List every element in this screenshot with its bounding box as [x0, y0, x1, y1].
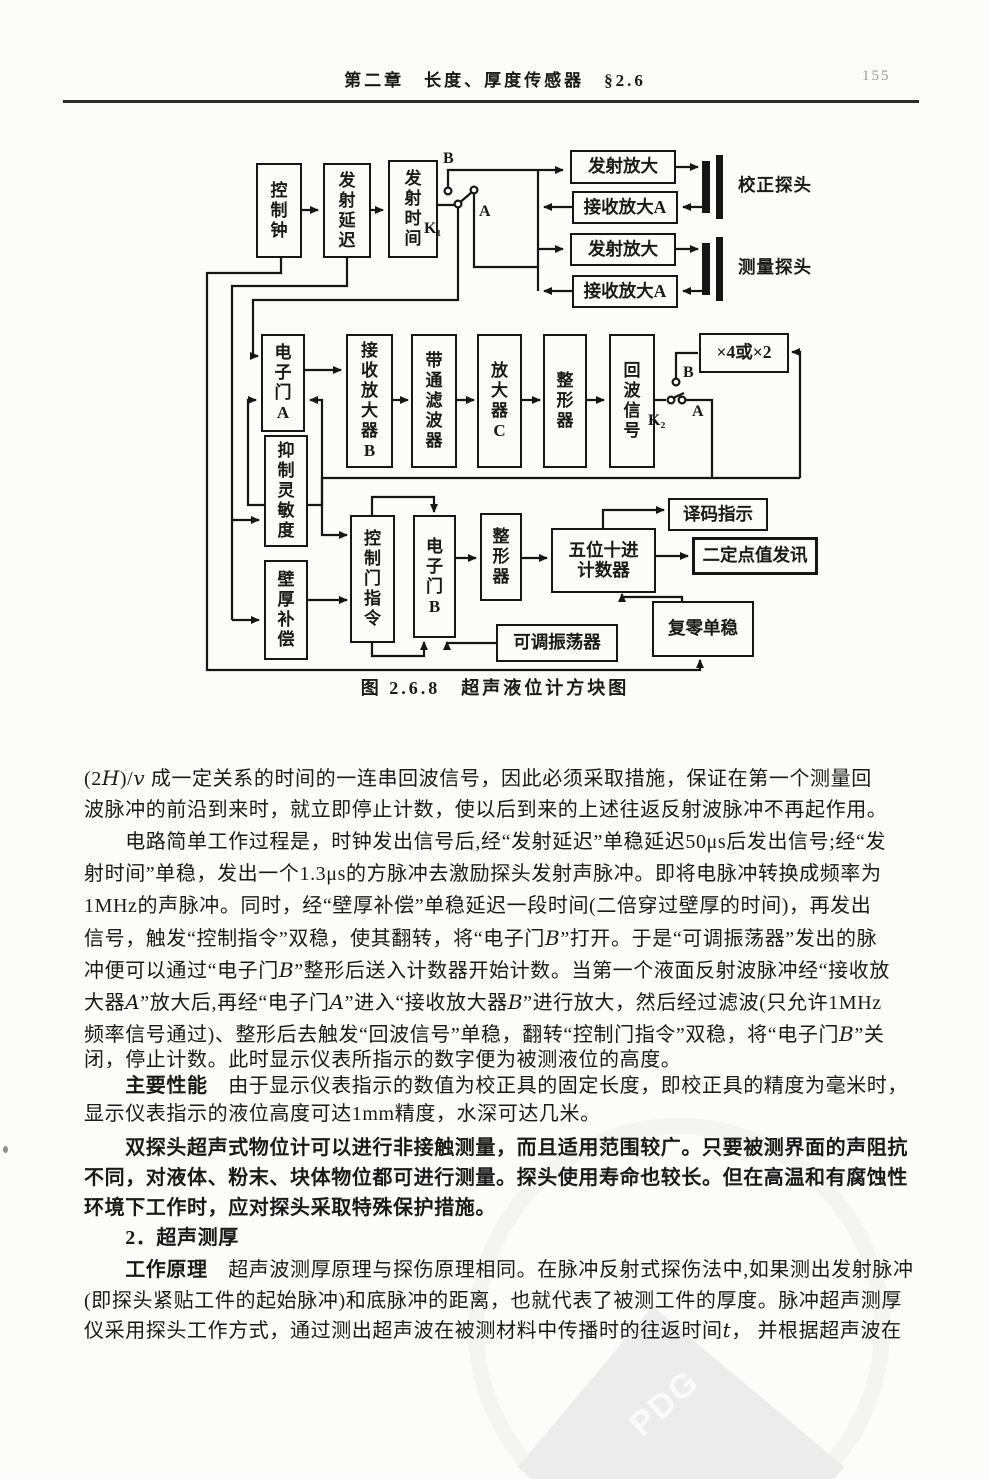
body-line: 显示仪表指示的液位高度可达1mm精度，水深可达几米。	[84, 1103, 601, 1125]
page-header: 第二章 长度、厚度传感器 §2.6	[344, 71, 646, 90]
body-line: (2H)/v 成一定关系的时间的一连串回波信号，因此必须采取措施，保证在第一个测…	[84, 766, 872, 790]
diagram-box-fixed-point-signal: 二定点值发讯	[692, 537, 818, 575]
body-line: 射时间”单稳，发出一个1.3μs的方脉冲去激励探头发射声脉冲。即将电脉冲转换成频…	[84, 863, 882, 885]
diagram-box-reset-mono: 复零单稳	[652, 601, 754, 657]
body-line: 工作原理 超声波测厚原理与探伤原理相同。在脉冲反射式探伤法中,如果测出发射脉冲	[125, 1259, 914, 1281]
body-line: 2．超声测厚	[125, 1227, 239, 1249]
body-line: 频率信号通过)、整形后去触发“回波信号”单稳，翻转“控制门指令”双稳，将“电子门…	[84, 1022, 885, 1046]
diagram-box-amp-c: 放大器C	[477, 334, 522, 468]
switch1-name-label: K₁	[424, 220, 442, 237]
body-line: 不同，对液体、粉末、块体物位都可进行测量。探头使用寿命也较长。但在高温和有腐蚀性	[84, 1167, 908, 1189]
body-line: 主要性能 由于显示仪表指示的数值为校正具的固定长度，即校正具的精度为毫米时，	[125, 1075, 909, 1097]
body-line: 1MHz的声脉冲。同时，经“壁厚补偿”单稳延迟一段时间(二倍穿过壁厚的时间)，再…	[84, 895, 872, 917]
meas-transducer-icon	[702, 237, 723, 301]
page-number: 155	[862, 68, 891, 84]
diagram-box-echo-signal: 回波信号	[609, 334, 655, 468]
switch1-b-label: B	[443, 150, 454, 167]
switch2-b-label: B	[683, 364, 694, 381]
measurement-probe-label: 测量探头	[738, 257, 812, 277]
switch1-a-label: A	[479, 203, 491, 220]
header-rule	[63, 100, 919, 103]
diagram-box-shaper-1: 整形器	[543, 334, 587, 468]
diagram-box-suppress-sensitivity: 抑制灵敏度	[264, 435, 308, 547]
diagram-box-gate-b: 电子门B	[413, 515, 456, 638]
diagram-box-decode-display: 译码指示	[668, 498, 768, 531]
body-line: 信号，触发“控制指令”双稳，使其翻转，将“电子门B”打开。于是“可调振荡器”发出…	[84, 926, 878, 950]
diagram-box-control-clock: 控制钟	[256, 163, 302, 258]
diagram-box-tx-time: 发射时间	[388, 160, 438, 258]
diagram-box-tx-delay: 发射延迟	[323, 163, 371, 258]
body-line: 波脉冲的前沿到来时，就立即停止计数，使以后到来的上述往返反射波脉冲不再起作用。	[84, 799, 888, 821]
cal-transducer-icon	[702, 155, 723, 219]
diagram-box-oscillator: 可调振荡器	[496, 624, 618, 662]
body-line: 大器A”放大后,再经“电子门A”进入“接收放大器B”进行放大，然后经过滤波(只允…	[84, 990, 882, 1014]
body-line: 冲便可以通过“电子门B”整形后送入计数器开始计数。当第一个液面反射波脉冲经“接收…	[84, 958, 890, 982]
body-line: 电路简单工作过程是，时钟发出信号后,经“发射延迟”单稳延迟50μs后发出信号;经…	[84, 831, 887, 853]
diagram-box-gate-a: 电子门A	[261, 334, 305, 432]
diagram-box-gate-control: 控制门指令	[350, 515, 395, 643]
diagram-box-wall-compensation: 壁厚补偿	[264, 560, 308, 660]
body-line: 双探头超声式物位计可以进行非接触测量，而且适用范围较广。只要被测界面的声阻抗	[84, 1137, 908, 1159]
diagram-box-counter: 五位十进 计数器	[551, 528, 656, 593]
margin-mark	[3, 1146, 8, 1153]
diagram-box-shaper-2: 整形器	[480, 513, 522, 601]
body-line: (即探头紧贴工件的起始脉冲)和底脉冲的距离，也就代表了被测工件的厚度。脉冲超声测…	[84, 1290, 902, 1312]
diagram-box-rx-amp-b: 接收放大器B	[346, 334, 393, 468]
diagram-box-multiplier: ×4或×2	[699, 333, 789, 373]
switch2-a-label: A	[692, 403, 704, 420]
diagram-box-tx-amp-1: 发射放大	[570, 150, 676, 184]
diagram-box-tx-amp-2: 发射放大	[570, 233, 676, 266]
diagram-box-rx-amp-2: 接收放大A	[572, 275, 678, 308]
diagram-box-rx-amp-1: 接收放大A	[572, 191, 678, 224]
diagram-box-bandpass: 带通滤波器	[411, 334, 457, 468]
body-line: 闭，停止计数。此时显示仪表所指示的数字便为被测液位的高度。	[84, 1049, 682, 1071]
body-line: 仪采用探头工作方式，通过测出超声波在被测材料中传播时的往返时间t， 并根据超声波…	[84, 1318, 902, 1342]
switch2-name-label: K₂	[648, 412, 666, 429]
body-line: 环境下工作时，应对探头采取特殊保护措施。	[84, 1197, 496, 1219]
figure-caption: 图 2.6.8 超声液位计方块图	[360, 678, 630, 698]
calibration-probe-label: 校正探头	[738, 175, 812, 195]
